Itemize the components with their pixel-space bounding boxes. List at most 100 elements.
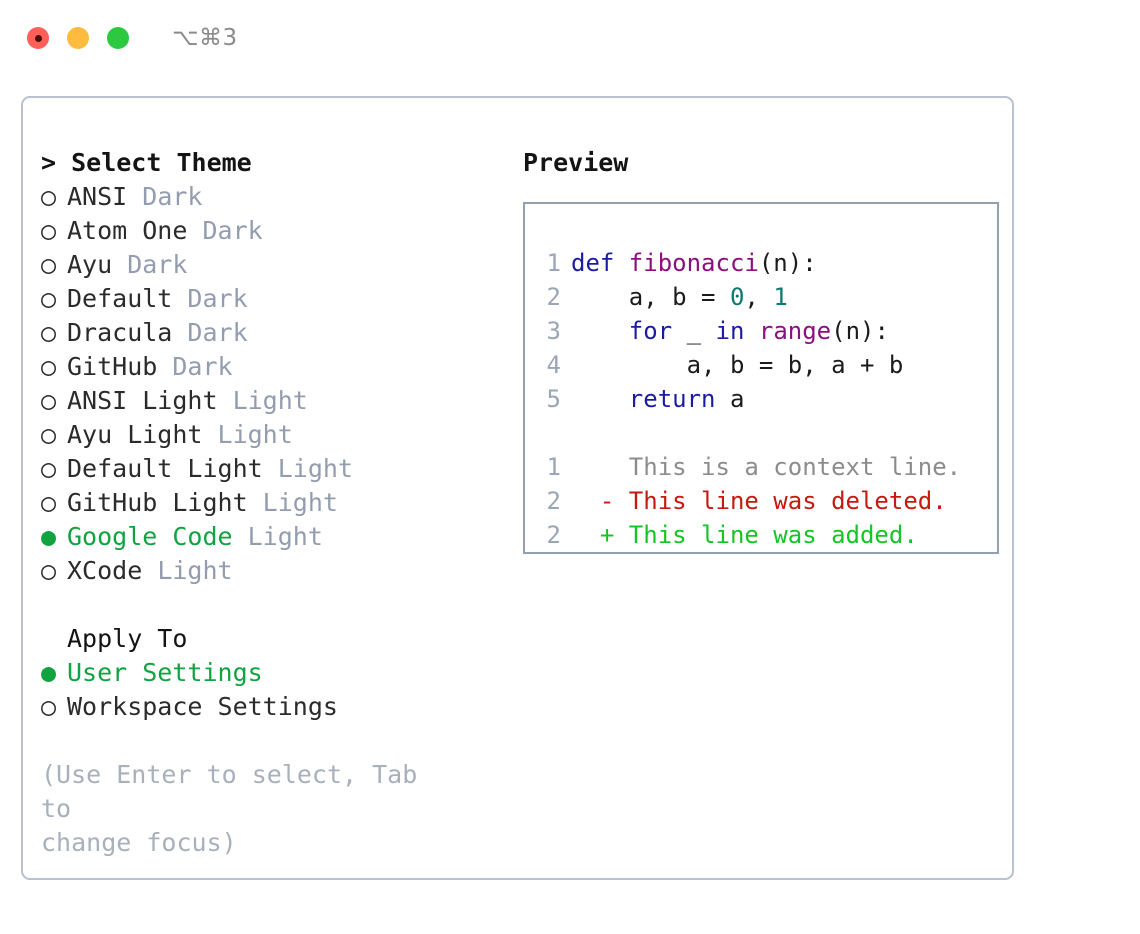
- title-bar: ⌥⌘3: [0, 0, 1140, 76]
- theme-item-label: Ayu Light: [67, 420, 203, 449]
- theme-item-label: Default Light: [67, 454, 263, 483]
- token-plain: (n):: [758, 249, 817, 277]
- diff-line-number: 2: [546, 487, 561, 515]
- code-line-number: 2: [546, 283, 561, 311]
- theme-item-variant: Dark: [157, 352, 233, 381]
- token-num: 0: [729, 283, 745, 311]
- theme-item-variant: Light: [247, 488, 338, 517]
- close-button[interactable]: [27, 27, 49, 49]
- token-plain: [571, 317, 629, 345]
- radio-selected-icon: ●: [41, 658, 57, 687]
- token-kw: def: [571, 249, 629, 277]
- theme-item-3[interactable]: ○ Default Dark: [41, 282, 503, 316]
- theme-item-5[interactable]: ○ GitHub Dark: [41, 350, 503, 384]
- apply-to-item-0[interactable]: ●User Settings: [41, 656, 503, 690]
- theme-picker-column: > Select Theme ○ANSI Dark○Atom One Dark○…: [41, 146, 503, 878]
- radio-unselected-icon: ○: [41, 284, 57, 313]
- radio-unselected-icon: ○: [41, 216, 57, 245]
- theme-item-variant: Light: [202, 420, 293, 449]
- token-plain: [744, 317, 758, 345]
- radio-unselected-icon: ○: [41, 488, 57, 517]
- theme-item-variant: Dark: [172, 284, 248, 313]
- radio-unselected-icon: ○: [41, 182, 57, 211]
- token-plain: a, b = b, a + b: [571, 351, 904, 379]
- theme-item-7[interactable]: ○ Ayu Light Light: [41, 418, 503, 452]
- theme-item-variant: Dark: [127, 182, 203, 211]
- code-line-0: 1 def fibonacci(n):: [525, 246, 997, 280]
- apply-to-item-1[interactable]: ○ Workspace Settings: [41, 690, 503, 724]
- code-line-number: 4: [546, 351, 561, 379]
- token-kw: for: [628, 317, 673, 345]
- code-line-text: def fibonacci(n):: [571, 246, 817, 280]
- theme-item-0[interactable]: ○ ANSI Dark: [41, 180, 503, 214]
- code-diff-separator: [525, 416, 997, 450]
- theme-item-variant: Light: [232, 522, 323, 551]
- code-line-text: a, b = 0, 1: [571, 280, 788, 314]
- theme-item-label: Dracula: [67, 318, 173, 347]
- radio-unselected-icon: ○: [41, 352, 57, 381]
- radio-selected-icon: ●: [41, 522, 57, 551]
- theme-item-9[interactable]: ○GitHub Light Light: [41, 486, 503, 520]
- theme-item-label: Default: [67, 284, 173, 313]
- theme-item-2[interactable]: ○Ayu Dark: [41, 248, 503, 282]
- theme-item-6[interactable]: ○ ANSI Light Light: [41, 384, 503, 418]
- radio-unselected-icon: ○: [41, 420, 57, 449]
- code-line-number: 5: [546, 385, 561, 413]
- token-num: 1: [773, 283, 788, 311]
- theme-item-8[interactable]: ○ Default Light Light: [41, 452, 503, 486]
- theme-list[interactable]: ○ANSI Dark○Atom One Dark○Ayu Dark○Defaul…: [41, 180, 503, 588]
- preview-heading: Preview: [523, 148, 629, 177]
- theme-item-variant: Dark: [112, 250, 188, 279]
- diff-sample: 1 This is a context line.2 - This line w…: [525, 450, 997, 552]
- diff-line-1: 2 - This line was deleted.: [525, 484, 997, 518]
- apply-to-list[interactable]: ●User Settings○ Workspace Settings: [41, 656, 503, 724]
- radio-unselected-icon: ○: [41, 692, 57, 721]
- diff-line-text-del: - This line was deleted.: [571, 487, 947, 515]
- main-panel: > Select Theme ○ANSI Dark○Atom One Dark○…: [21, 96, 1014, 880]
- select-theme-heading: > Select Theme: [41, 148, 252, 177]
- theme-item-label: XCode: [67, 556, 143, 585]
- list-spacer: [41, 588, 503, 622]
- recording-indicator-icon: [34, 34, 42, 42]
- theme-item-label: ANSI Light: [67, 386, 218, 415]
- token-kw: return: [628, 385, 716, 413]
- code-line-1: 2 a, b = 0, 1: [525, 280, 997, 314]
- token-plain: (n):: [831, 317, 889, 345]
- theme-item-variant: Light: [217, 386, 308, 415]
- code-line-number: 1: [546, 249, 561, 277]
- token-fn: range: [758, 317, 832, 345]
- diff-line-2: 2 + This line was added.: [525, 518, 997, 552]
- theme-item-label: GitHub: [67, 352, 158, 381]
- code-line-4: 5 return a: [525, 382, 997, 416]
- theme-item-label: Ayu: [67, 250, 113, 279]
- radio-unselected-icon: ○: [41, 386, 57, 415]
- zoom-button[interactable]: [107, 27, 129, 49]
- theme-item-10[interactable]: ● Google Code Light: [41, 520, 503, 554]
- radio-unselected-icon: ○: [41, 318, 57, 347]
- token-plain: _: [672, 317, 716, 345]
- code-line-text: for _ in range(n):: [571, 314, 889, 348]
- diff-line-text-ctx: This is a context line.: [571, 453, 962, 481]
- theme-item-4[interactable]: ○ Dracula Dark: [41, 316, 503, 350]
- theme-item-label: Google Code: [67, 522, 233, 551]
- theme-item-1[interactable]: ○Atom One Dark: [41, 214, 503, 248]
- radio-unselected-icon: ○: [41, 556, 57, 585]
- theme-item-label: ANSI: [67, 182, 128, 211]
- code-line-3: 4 a, b = b, a + b: [525, 348, 997, 382]
- theme-item-variant: Light: [142, 556, 233, 585]
- theme-item-11[interactable]: ○ XCode Light: [41, 554, 503, 588]
- radio-unselected-icon: ○: [41, 454, 57, 483]
- keyboard-hint-text: (Use Enter to select, Tab to change focu…: [41, 760, 418, 857]
- diff-line-number: 1: [546, 453, 561, 481]
- theme-item-variant: Dark: [172, 318, 248, 347]
- diff-line-0: 1 This is a context line.: [525, 450, 997, 484]
- diff-line-number: 2: [546, 521, 561, 549]
- diff-line-text-add: + This line was added.: [571, 521, 918, 549]
- theme-item-variant: Light: [262, 454, 353, 483]
- apply-to-item-label: Workspace Settings: [67, 692, 338, 721]
- minimize-button[interactable]: [67, 27, 89, 49]
